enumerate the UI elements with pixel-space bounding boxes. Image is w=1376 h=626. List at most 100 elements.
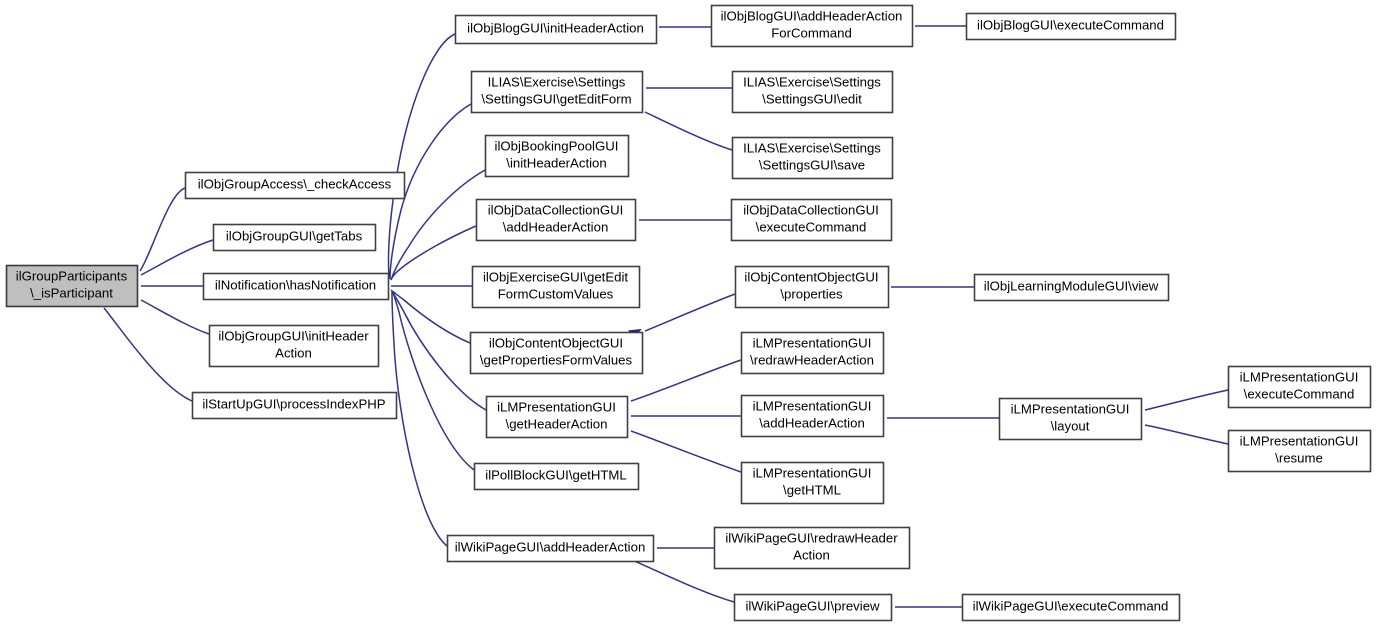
graph-node-wikipreview[interactable]: ilWikiPageGUI\preview: [733, 593, 893, 622]
edge-lmresume-to-lmlayout: [1144, 424, 1229, 445]
node-label: \SettingsGUI\save: [759, 157, 865, 172]
graph-node-wikiadd[interactable]: ilWikiPageGUI\addHeaderAction: [446, 534, 655, 563]
node-label: iLMPresentationGUI: [753, 335, 872, 350]
node-label: ilObjDataCollectionGUI: [743, 202, 879, 217]
node-label: \layout: [1051, 418, 1090, 433]
graph-node-checkaccess[interactable]: ilObjGroupAccess\_checkAccess: [184, 171, 406, 200]
node-box: [5, 264, 139, 308]
node-label: ilPollBlockGUI\getHTML: [485, 467, 626, 482]
edge-lmgethtml-to-lmgetheader: [630, 430, 742, 473]
node-label: ilObjBlogGUI\initHeaderAction: [467, 20, 644, 35]
node-label: \getPropertiesFormValues: [480, 352, 633, 367]
graph-node-lmgethtml[interactable]: iLMPresentationGUI\getHTML: [740, 461, 885, 505]
node-label: Action: [793, 547, 830, 562]
node-box: [1227, 429, 1372, 473]
node-box: [485, 395, 629, 439]
edge-checkaccess-to-root: [139, 187, 186, 272]
graph-node-lmlayout[interactable]: iLMPresentationGUI \layout: [998, 397, 1143, 441]
node-label: \properties: [780, 286, 843, 301]
node-label: \initHeaderAction: [506, 155, 606, 170]
graph-node-lmexec[interactable]: iLMPresentationGUI\executeCommand: [1227, 365, 1372, 409]
node-box: [471, 265, 641, 309]
graph-node-lmgetheader[interactable]: iLMPresentationGUI\getHeaderAction: [485, 395, 629, 439]
node-box: [475, 198, 637, 242]
edge-lmexec-to-lmlayout: [1144, 389, 1229, 411]
graph-node-exgeteditform[interactable]: ILIAS\Exercise\Settings \SettingsGUI\getE…: [470, 70, 644, 114]
graph-node-gettabs[interactable]: ilObjGroupGUI\getTabs: [212, 223, 377, 252]
graph-node-lmview[interactable]: ilObjLearningModuleGUI\view: [973, 273, 1170, 302]
node-box: [733, 593, 893, 622]
node-label: \addHeaderAction: [759, 415, 865, 430]
graph-node-blogexec[interactable]: ilObjBlogGUI\executeCommand: [965, 12, 1177, 41]
node-box: [740, 394, 885, 438]
node-label: iLMPresentationGUI: [753, 398, 872, 413]
graph-node-exsave[interactable]: ILIAS\Exercise\Settings\SettingsGUI\save: [731, 136, 894, 180]
graph-node-dcaddheader[interactable]: ilObjDataCollectionGUI\addHeaderAction: [475, 198, 637, 242]
node-box: [191, 391, 398, 420]
node-label: ForCommand: [771, 25, 852, 40]
graph-node-lmresume[interactable]: iLMPresentationGUI\resume: [1227, 429, 1372, 473]
graph-node-exedit[interactable]: ILIAS\Exercise\Settings\SettingsGUI\edit: [731, 70, 894, 114]
node-label: ilObjExerciseGUI\getEdit: [483, 269, 628, 284]
edge-contentprops-to-contentpropform: [644, 293, 736, 332]
graph-node-pollblock[interactable]: ilPollBlockGUI\getHTML: [473, 462, 640, 491]
graph-node-lmredraw[interactable]: iLMPresentationGUI\redrawHeaderAction: [740, 331, 885, 375]
node-box: [1227, 365, 1372, 409]
edge-contentpropform-to-hasnotification: [390, 289, 471, 344]
node-label: \resume: [1275, 450, 1323, 465]
node-label: ilObjBlogGUI\addHeaderAction: [721, 8, 903, 23]
graph-node-dcexec[interactable]: ilObjDataCollectionGUI\executeCommand: [730, 198, 893, 242]
node-label: ILIAS\Exercise\Settings: [743, 74, 881, 89]
edges-layer: [103, 25, 1229, 608]
node-label: ilWikiPageGUI\executeCommand: [973, 598, 1169, 613]
node-box: [998, 397, 1143, 441]
edge-gettabs-to-root: [140, 239, 214, 276]
node-label: ilObjGroupGUI\getTabs: [226, 228, 363, 243]
edge-pollblock-to-hasnotification: [391, 290, 475, 471]
node-label: ilObjBlogGUI\executeCommand: [977, 17, 1164, 32]
node-box: [484, 134, 630, 178]
node-label: iLMPresentationGUI: [1240, 369, 1359, 384]
node-label: ilObjGroupAccess\_checkAccess: [198, 176, 392, 191]
node-box: [973, 273, 1170, 302]
graph-node-bookinginit[interactable]: ilObjBookingPoolGUI \initHeaderAction: [484, 134, 630, 178]
node-label: ilObjContentObjectGUI: [489, 335, 623, 350]
node-label: ilStartUpGUI\processIndexPHP: [202, 396, 385, 411]
node-label: iLMPresentationGUI: [1011, 401, 1130, 416]
node-box: [731, 136, 894, 180]
node-box: [202, 272, 390, 301]
graph-node-lmadd[interactable]: iLMPresentationGUI \addHeaderAction: [740, 394, 885, 438]
edge-bookinginit-to-hasnotification: [390, 169, 486, 281]
graph-node-contentprops[interactable]: ilObjContentObjectGUI\properties: [734, 265, 890, 309]
node-box: [730, 198, 893, 242]
node-box: [454, 14, 658, 45]
graph-node-startup[interactable]: ilStartUpGUI\processIndexPHP: [191, 391, 398, 420]
edge-wikiadd-to-hasnotification: [391, 291, 448, 547]
node-box: [710, 4, 914, 48]
graph-node-groupinitheader[interactable]: ilObjGroupGUI\initHeaderAction: [208, 324, 380, 368]
node-label: ILIAS\Exercise\Settings: [488, 74, 626, 89]
node-label: ilNotification\hasNotification: [215, 277, 376, 292]
edge-groupinitheader-to-root: [140, 299, 210, 335]
graph-node-wikiredraw[interactable]: ilWikiPageGUI\redrawHeaderAction: [713, 526, 911, 570]
node-box: [470, 70, 644, 114]
edge-wikipreview-to-wikiadd: [631, 559, 735, 603]
node-box: [212, 223, 377, 252]
graph-node-root[interactable]: ilGroupParticipants\_isParticipant: [5, 264, 139, 308]
node-label: \SettingsGUI\getEditForm: [481, 91, 631, 106]
edge-dcaddheader-to-hasnotification: [390, 225, 477, 281]
node-label: ilGroupParticipants: [16, 268, 128, 283]
node-box: [184, 171, 406, 200]
node-label: ilObjBookingPoolGUI: [495, 138, 619, 153]
node-label: \addHeaderAction: [503, 219, 609, 234]
graph-node-contentpropform[interactable]: ilObjContentObjectGUI \getPropertiesFormV…: [469, 331, 644, 375]
node-label: ilWikiPageGUI\addHeaderAction: [455, 539, 646, 554]
graph-node-wikiexec[interactable]: ilWikiPageGUI\executeCommand: [961, 593, 1181, 622]
graph-node-bloginit[interactable]: ilObjBlogGUI\initHeaderAction: [454, 14, 658, 45]
node-box: [965, 12, 1177, 41]
node-label: iLMPresentationGUI: [497, 399, 616, 414]
graph-node-hasnotification[interactable]: ilNotification\hasNotification: [202, 272, 390, 301]
edge-bloginit-to-hasnotification: [387, 33, 456, 279]
